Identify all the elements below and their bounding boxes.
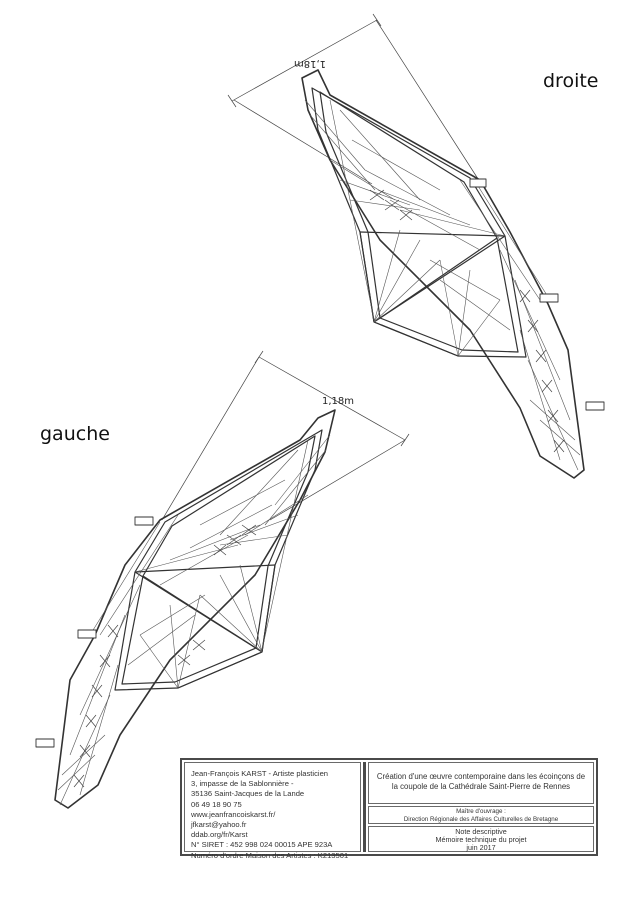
project-line-2: la coupole de la Cathédrale Saint-Pierre… bbox=[391, 782, 571, 791]
structure-gauche bbox=[35, 350, 410, 809]
structure-droite bbox=[227, 13, 605, 479]
note-title: Note descriptive bbox=[455, 827, 507, 836]
title-block: Jean-François KARST - Artiste plasticien… bbox=[180, 758, 598, 860]
note-date: juin 2017 bbox=[466, 843, 496, 853]
project-line-1: Création d'une œuvre contemporaine dans … bbox=[376, 772, 586, 781]
order-number-line: Numéro d'ordre Maison des Artistes : K21… bbox=[191, 850, 349, 860]
dimension-line-droite bbox=[227, 13, 481, 185]
dimension-text-droite: 1,18m bbox=[294, 58, 327, 69]
artist-name-line: Jean-François KARST - Artiste plasticien bbox=[191, 769, 329, 778]
title-block-divider bbox=[363, 762, 366, 852]
ddab-link[interactable]: ddab.org/fr/Karst bbox=[191, 830, 248, 840]
email-link[interactable]: jfkarst@yahoo.fr bbox=[191, 820, 247, 830]
address-line: 3, impasse de la Sablonnière - bbox=[191, 779, 294, 789]
website-link[interactable]: www.jeanfrancoiskarst.fr/ bbox=[191, 809, 276, 819]
owner-name: Direction Régionale des Affaires Culture… bbox=[403, 815, 559, 823]
owner-label: Maître d'ouvrage : bbox=[456, 808, 506, 815]
city-line: 35136 Saint-Jacques de la Lande bbox=[191, 789, 305, 799]
view-label-droite: droite bbox=[543, 70, 599, 92]
owner-info: Maître d'ouvrage : Direction Régionale d… bbox=[368, 806, 594, 824]
phone-line: 06 49 18 90 75 bbox=[191, 799, 242, 809]
note-info: Note descriptive Mémoire technique du pr… bbox=[368, 826, 594, 852]
project-description: Création d'une œuvre contemporaine dans … bbox=[368, 762, 594, 804]
view-label-gauche: gauche bbox=[40, 423, 110, 445]
note-subtitle: Mémoire technique du projet bbox=[435, 835, 527, 845]
artist-info: Jean-François KARST - Artiste plasticien… bbox=[184, 762, 361, 860]
dimension-line-gauche bbox=[161, 350, 410, 521]
siret-line: N° SIRET : 452 998 024 00015 APE 923A bbox=[191, 840, 333, 850]
dimension-text-gauche: 1,18m bbox=[322, 396, 355, 407]
